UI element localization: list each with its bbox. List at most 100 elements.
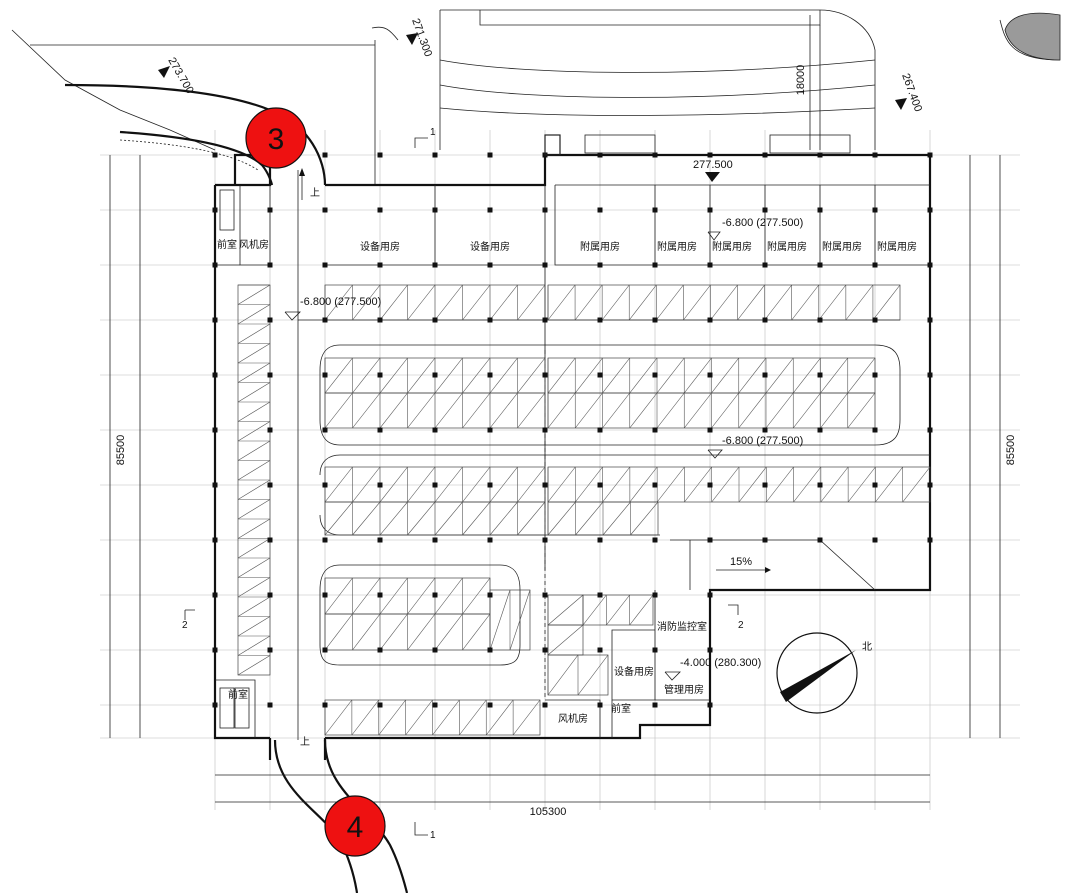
column	[652, 592, 658, 598]
column	[322, 262, 328, 268]
column	[212, 592, 218, 598]
stall-hatch	[237, 538, 271, 559]
column	[817, 152, 823, 158]
column	[927, 482, 933, 488]
stall-hatch	[517, 501, 546, 536]
section-mark-left: 2	[182, 620, 188, 631]
stall-hatch	[575, 392, 603, 429]
stall-hatch	[547, 357, 576, 394]
column	[212, 207, 218, 213]
stall-hatch	[237, 596, 271, 617]
column	[872, 152, 878, 158]
stall-hatch	[766, 466, 794, 503]
column	[432, 592, 438, 598]
column	[872, 372, 878, 378]
stall-hatch	[847, 357, 876, 394]
stall-hatch	[352, 466, 381, 503]
column	[377, 702, 383, 708]
column	[487, 152, 493, 158]
column	[597, 317, 603, 323]
column	[707, 702, 713, 708]
column	[432, 702, 438, 708]
column	[597, 702, 603, 708]
stall-hatch	[324, 501, 353, 536]
column	[597, 647, 603, 653]
stall-hatch	[379, 466, 408, 503]
column	[267, 317, 273, 323]
column	[432, 262, 438, 268]
room-fushu-3: 附属用房	[712, 240, 752, 253]
stall-hatch	[237, 421, 271, 442]
column	[322, 152, 328, 158]
column	[597, 207, 603, 213]
stall-hatch	[547, 501, 576, 536]
room-shebei-2: 设备用房	[470, 240, 510, 253]
stall-hatch	[237, 304, 271, 325]
stall-hatch	[324, 466, 353, 503]
column	[322, 207, 328, 213]
column	[377, 537, 383, 543]
column	[597, 152, 603, 158]
stall-hatch	[237, 499, 271, 520]
stall-hatch	[352, 613, 381, 651]
column	[432, 427, 438, 433]
stall-hatch	[820, 357, 848, 394]
stall-block	[324, 501, 546, 536]
stall-hatch	[434, 357, 463, 394]
stall-hatch	[517, 466, 546, 503]
stall-hatch	[793, 392, 821, 429]
stall-hatch	[352, 284, 381, 321]
column	[377, 592, 383, 598]
ramp-slope: 15%	[730, 556, 752, 568]
column	[652, 372, 658, 378]
room-xiaofang: 消防监控室	[657, 620, 707, 633]
stall-hatch	[489, 466, 518, 503]
stall-hatch	[738, 357, 767, 394]
column	[652, 702, 658, 708]
stall-hatch	[820, 392, 848, 429]
column	[652, 537, 658, 543]
stall-hatch	[629, 594, 654, 626]
column	[707, 427, 713, 433]
stall-hatch	[872, 284, 901, 321]
column	[927, 372, 933, 378]
section-mark-bottom: 1	[430, 830, 436, 841]
stall-hatch	[738, 466, 767, 503]
stall-hatch	[684, 392, 712, 429]
stall-hatch	[656, 466, 685, 503]
stall-hatch	[793, 357, 821, 394]
column	[377, 482, 383, 488]
column	[542, 427, 548, 433]
column	[377, 262, 383, 268]
dimension-labels: 105300 85500 85500 18000	[115, 65, 1017, 818]
column	[707, 372, 713, 378]
column	[322, 317, 328, 323]
stall-hatch	[547, 284, 576, 321]
column	[432, 482, 438, 488]
elev-b: -6.800 (277.500)	[300, 296, 381, 308]
column	[762, 372, 768, 378]
stall-hatch	[324, 613, 353, 651]
stall-hatch	[237, 382, 271, 403]
column	[542, 262, 548, 268]
elev-top-road: 277.500	[693, 159, 733, 171]
stall-hatch	[462, 577, 491, 615]
column	[322, 427, 328, 433]
stall-hatch	[577, 654, 609, 696]
elev-c: -6.800 (277.500)	[722, 435, 803, 447]
section-marks: 1 2 2 1	[182, 127, 744, 841]
stall-hatch	[379, 357, 408, 394]
column	[762, 537, 768, 543]
column	[267, 207, 273, 213]
column	[817, 372, 823, 378]
marker-4-label: 4	[347, 811, 364, 844]
stall-hatch	[462, 357, 491, 394]
building-outline	[213, 153, 932, 760]
stall-hatch	[489, 501, 518, 536]
column	[212, 152, 218, 158]
column	[212, 372, 218, 378]
column	[927, 262, 933, 268]
stall-hatch	[486, 699, 514, 736]
marker-3: 3	[245, 107, 307, 169]
stall-block	[547, 357, 876, 394]
